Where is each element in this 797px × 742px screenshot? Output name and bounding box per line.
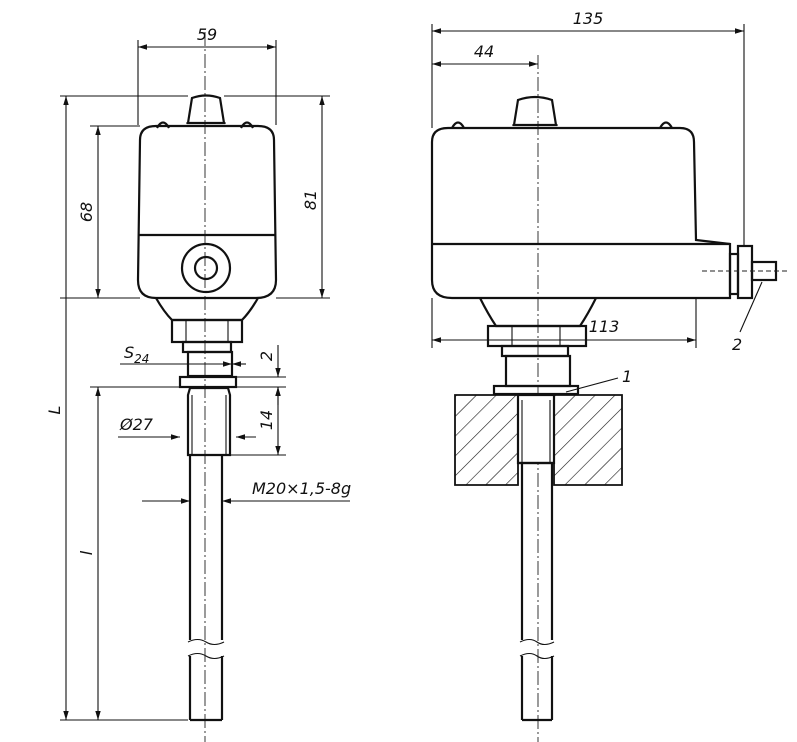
side-gland-sleeve — [750, 260, 778, 282]
front-break-top — [187, 638, 225, 646]
dim-m20-label: M20×1,5-8g — [252, 479, 351, 498]
front-cable-entry-inner — [193, 255, 219, 281]
side-view: 135 44 113 1 2 — [430, 9, 790, 742]
side-thread — [516, 393, 556, 465]
side-housing — [430, 126, 732, 300]
front-step — [181, 340, 233, 354]
front-hex-boss — [170, 318, 244, 344]
mount-block-left — [454, 394, 519, 486]
dim-44-label: 44 — [474, 42, 494, 61]
dim-113-label: 113 — [589, 317, 620, 336]
side-gland-flange — [728, 252, 740, 296]
side-screw-right — [659, 121, 673, 129]
dim-81-label: 81 — [301, 190, 320, 210]
front-cable-entry-outer — [180, 242, 232, 294]
dim-l-label: l — [77, 550, 96, 555]
dim-d27-label: Ø27 — [119, 415, 154, 434]
dim-59-label: 59 — [197, 25, 217, 44]
callout-2-label: 2 — [732, 335, 742, 354]
dim-2-label: 2 — [257, 351, 276, 361]
dim-68-label: 68 — [77, 202, 96, 222]
side-hex-boss — [486, 324, 588, 348]
dim-L-label: L — [45, 406, 64, 415]
callout-1-leader — [565, 377, 619, 393]
dim-135-label: 135 — [573, 9, 604, 28]
side-top-knob — [512, 95, 558, 127]
callout-1-label: 1 — [622, 367, 632, 386]
front-neck — [155, 297, 259, 322]
callout-2-leader — [739, 281, 763, 333]
front-housing — [136, 124, 278, 300]
mount-block-right — [553, 394, 623, 486]
side-break-top — [519, 638, 555, 646]
side-gasket — [492, 384, 580, 396]
side-screw-left — [451, 121, 465, 129]
front-break-bottom — [187, 652, 225, 660]
front-gasket — [178, 375, 238, 389]
front-thread — [186, 386, 232, 457]
front-view: 59 68 81 L l S24 2 14 — [45, 25, 351, 742]
front-top-knob — [186, 94, 226, 125]
dim-s24-label: S24 — [124, 343, 149, 366]
dim-14-label: 14 — [257, 410, 276, 430]
side-gland-nut — [736, 244, 754, 300]
side-break-bottom — [519, 652, 555, 660]
